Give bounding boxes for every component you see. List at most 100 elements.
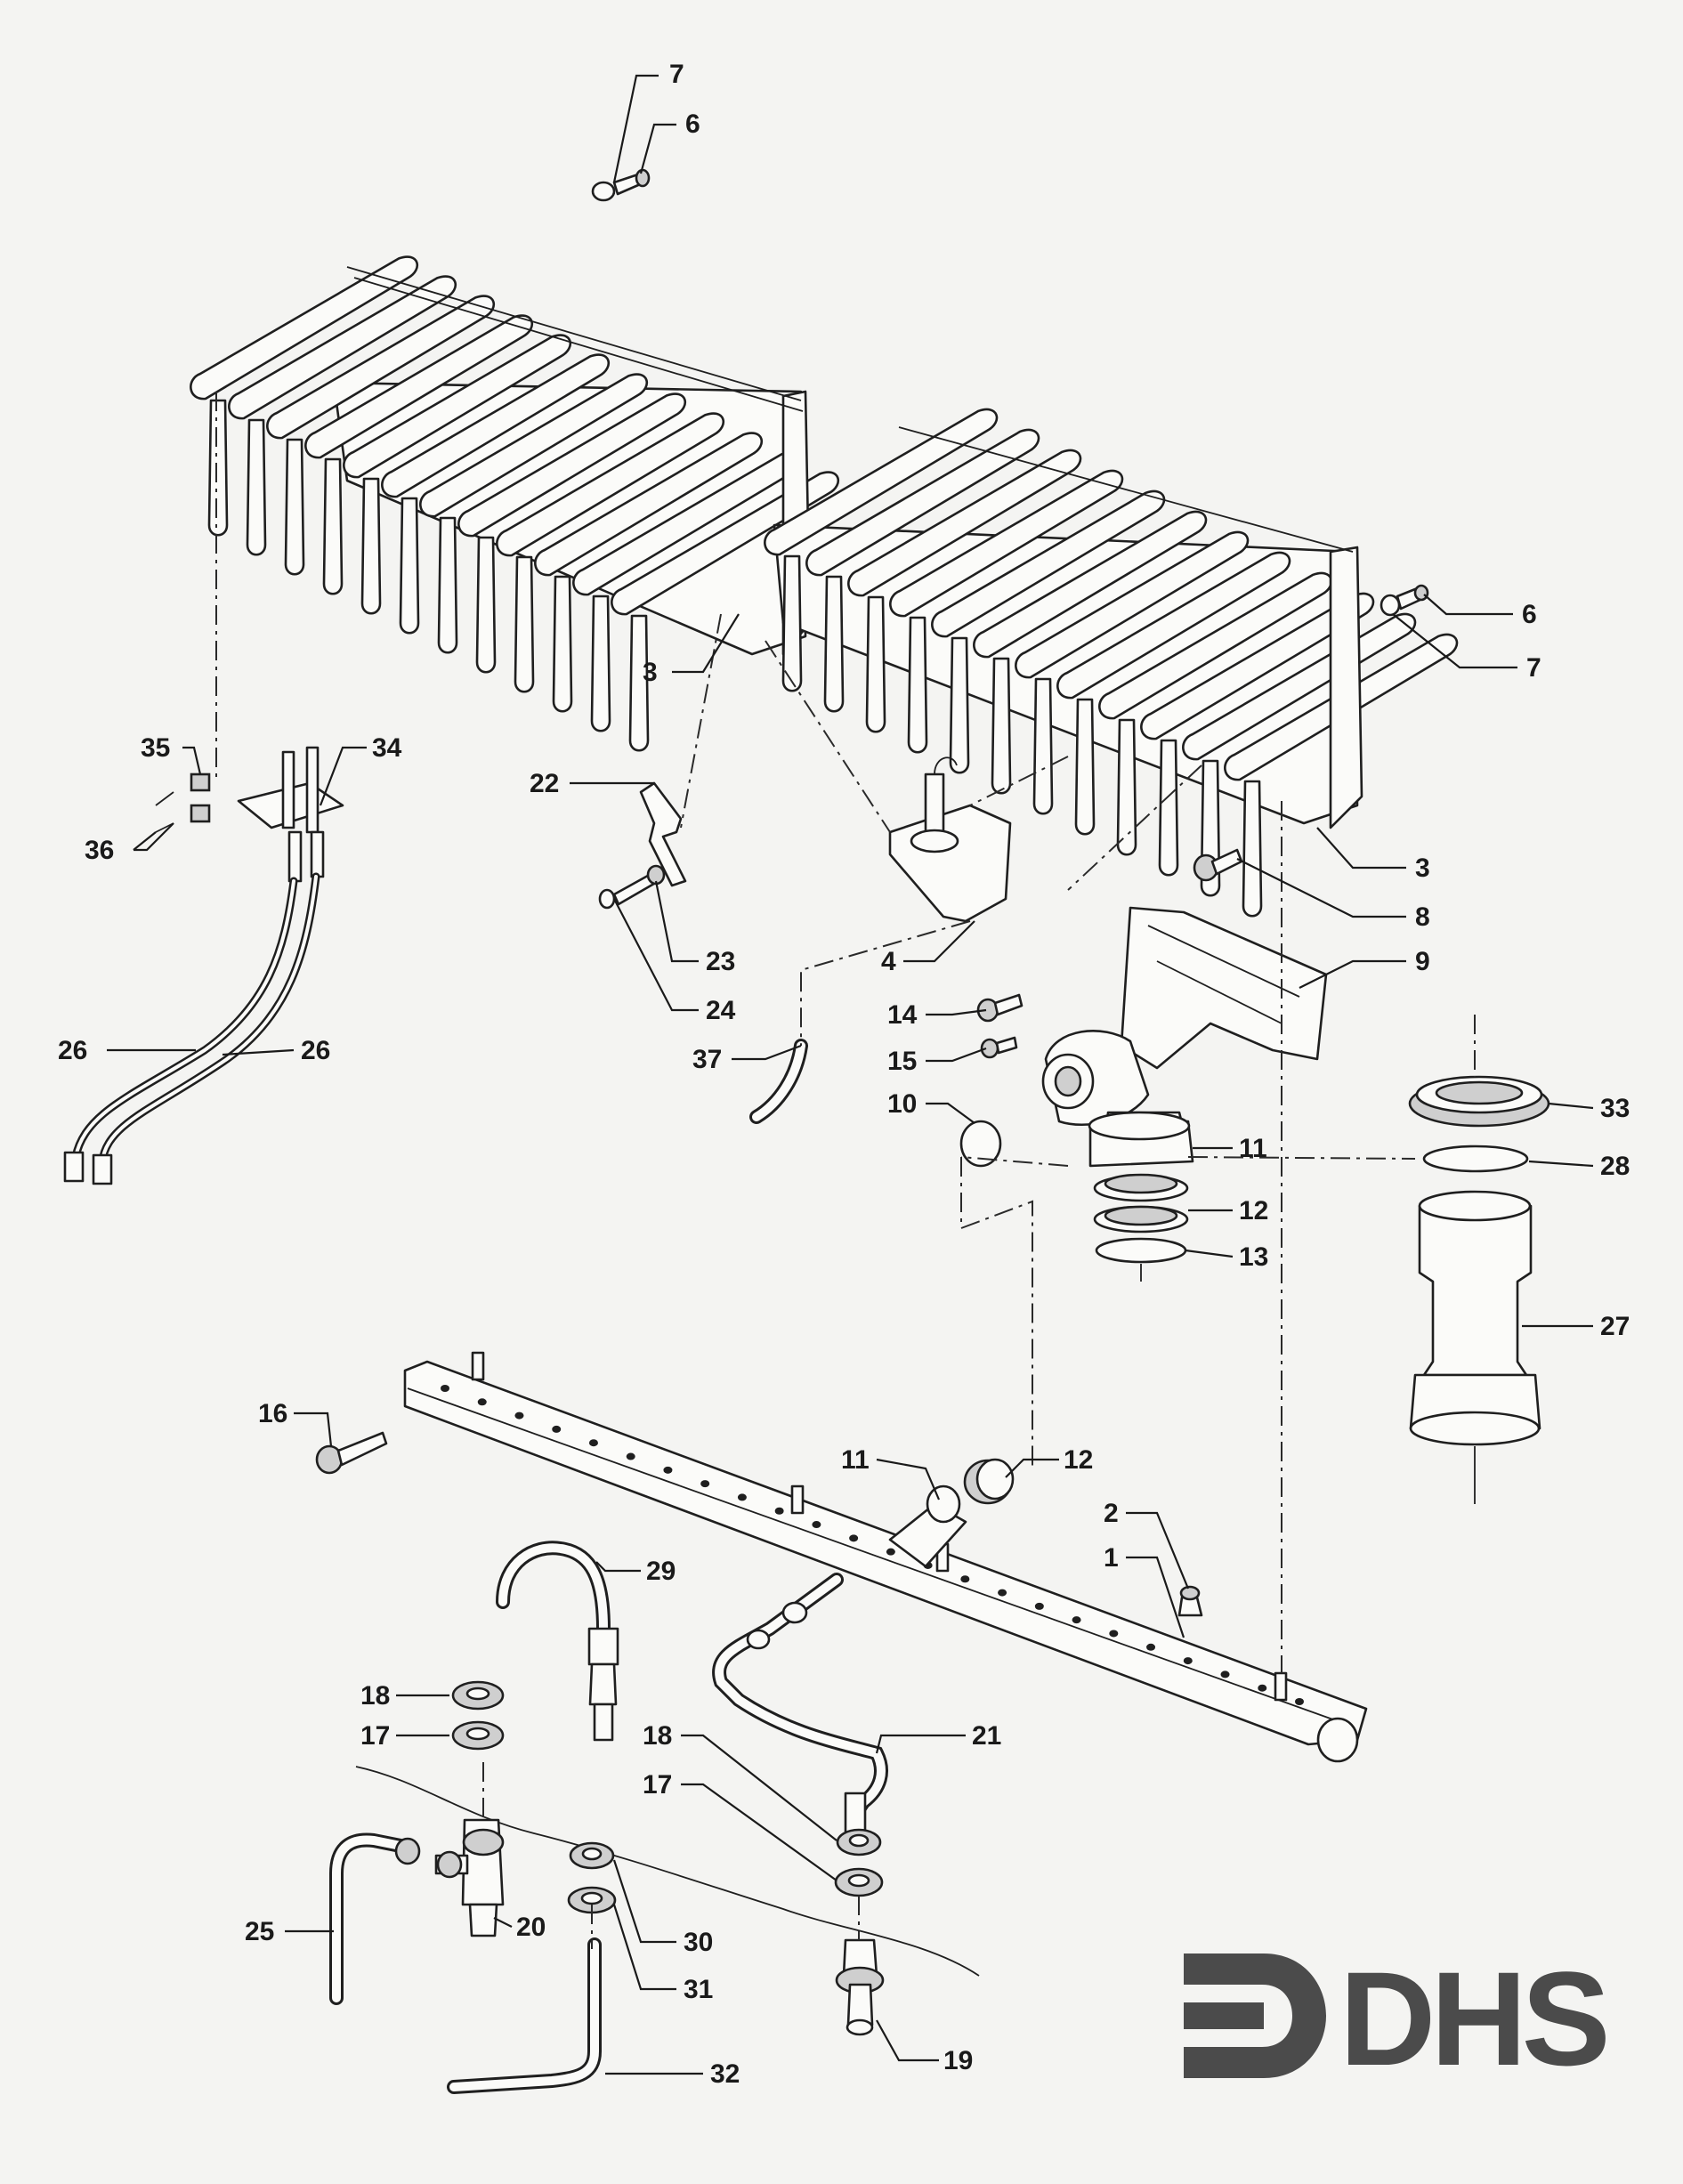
screw-16 [315, 1431, 388, 1475]
burner-bar [1015, 530, 1250, 679]
burner-bar [973, 510, 1208, 659]
callout-11-mid: 11 [841, 1445, 870, 1475]
burner-leg [823, 575, 845, 713]
burner-bar [304, 314, 533, 459]
rail-hole [1146, 1643, 1156, 1651]
rail-hole [1072, 1616, 1081, 1624]
callout-3-right: 3 [1415, 853, 1430, 883]
callout-25: 25 [245, 1917, 274, 1946]
pilot-tube-37 [749, 1039, 808, 1124]
dhs-logo-mark [1184, 1953, 1326, 2078]
burner-bar [1098, 571, 1333, 720]
burner-leg [322, 457, 344, 595]
callout-35: 35 [141, 733, 170, 763]
cut-line [355, 1766, 980, 1977]
callout-4: 4 [881, 947, 896, 976]
seal-ring-28 [1422, 1145, 1529, 1173]
rail-hole [849, 1534, 859, 1542]
callout-37: 37 [692, 1045, 722, 1074]
union-nut-33 [1408, 1075, 1550, 1128]
burner-leg [475, 536, 497, 674]
burner-bar [190, 255, 418, 400]
gas-manifold-rail-1 [403, 1351, 1368, 1763]
rail-hole [441, 1385, 449, 1392]
callout-20: 20 [516, 1913, 546, 1942]
fitting-19 [835, 1938, 885, 2036]
nozzle-2 [1177, 1585, 1203, 1617]
burner-leg [590, 595, 611, 732]
screw-washer-right [1380, 584, 1429, 617]
screw-14 [976, 993, 1024, 1023]
rail-hole [737, 1493, 747, 1501]
burner-leg [399, 497, 420, 635]
callout-28: 28 [1600, 1152, 1630, 1181]
bracket-22 [639, 781, 687, 887]
burner-leg [949, 636, 970, 774]
burner-bar [931, 489, 1166, 638]
callout-11-top: 11 [1239, 1134, 1267, 1163]
burner-bar [381, 353, 610, 498]
dhs-logo-text: DHS [1339, 1944, 1606, 2093]
burner-leg [865, 595, 886, 733]
burner-leg [360, 477, 382, 615]
rail-hole [1220, 1670, 1230, 1678]
burner-bar [764, 408, 999, 556]
screw-15 [980, 1036, 1018, 1059]
burner-bar [1056, 551, 1291, 700]
burner-leg [284, 438, 305, 576]
rail-hole [1183, 1657, 1193, 1665]
tee-fitting-20 [434, 1818, 505, 1937]
burner-bar [419, 373, 648, 518]
rail-hole [774, 1507, 784, 1515]
callout-22: 22 [530, 769, 559, 798]
o-ring-10 [959, 1120, 1002, 1168]
valve-body-9 [1041, 906, 1328, 1154]
rail-hole [588, 1439, 598, 1447]
callout-30: 30 [684, 1928, 713, 1957]
rail-hole [626, 1452, 635, 1460]
burner-bar [534, 432, 763, 577]
dhs-logo: DHS [1184, 1944, 1612, 2093]
burner-bar [457, 392, 686, 538]
callout-6-top: 6 [685, 109, 700, 139]
burner-bar [847, 449, 1082, 597]
callout-21: 21 [972, 1721, 1001, 1751]
burner-bar [228, 275, 457, 420]
callout-24: 24 [706, 996, 736, 1025]
callout-8: 8 [1415, 902, 1430, 932]
burner-bar [889, 469, 1124, 618]
callout-29: 29 [646, 1557, 676, 1586]
burner-leg [907, 616, 928, 754]
callout-2: 2 [1104, 1499, 1119, 1528]
screw-8 [1193, 848, 1243, 882]
burner-leg [781, 554, 803, 692]
burner-leg [514, 555, 535, 693]
callout-15: 15 [887, 1047, 917, 1076]
callout-33: 33 [1600, 1094, 1630, 1123]
washers-18-17-right [834, 1828, 884, 1897]
valve-fittings-11-12-13 [1088, 1111, 1194, 1282]
callout-12-top: 12 [1239, 1196, 1268, 1225]
rail-hole [812, 1521, 821, 1529]
callout-labels: 7 6 3 6 7 3 35 34 36 22 23 24 4 8 9 26 2… [58, 60, 1630, 2089]
callout-23: 23 [706, 947, 735, 976]
rail-hole [886, 1548, 895, 1556]
callout-9: 9 [1415, 947, 1430, 976]
washers-18-17-left [451, 1680, 505, 1751]
burner-bar [805, 428, 1040, 577]
callout-18-right: 18 [643, 1721, 672, 1751]
rail-hole [552, 1425, 562, 1433]
assembly-lines [215, 392, 1476, 1949]
callout-19: 19 [943, 2046, 973, 2075]
callout-6-right: 6 [1522, 600, 1537, 629]
callout-34: 34 [372, 733, 402, 763]
burner-leg [1032, 677, 1054, 815]
pilot-burner-4 [888, 756, 1012, 923]
screw-23-24 [598, 864, 666, 910]
callout-27: 27 [1600, 1312, 1630, 1341]
ignition-electrode-assembly [155, 746, 344, 883]
rail-hole [514, 1412, 524, 1420]
burner-bar [611, 471, 839, 616]
rail-hole [663, 1466, 673, 1474]
